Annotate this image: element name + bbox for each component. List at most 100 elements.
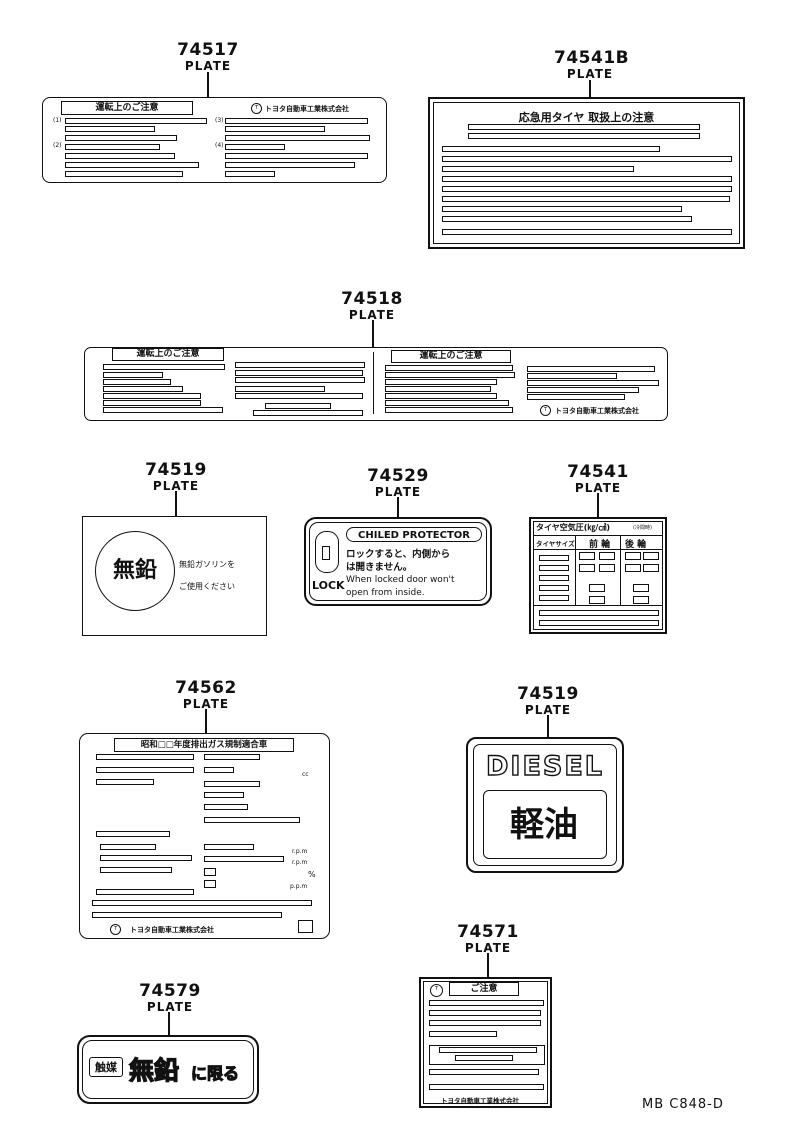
text-line-placeholder xyxy=(385,400,509,406)
text-line-placeholder xyxy=(599,552,615,560)
text-line-placeholder xyxy=(103,393,201,399)
text-line-placeholder xyxy=(204,856,284,862)
item-marker: (2) xyxy=(53,142,62,149)
text-line-placeholder xyxy=(527,373,617,379)
text-line-placeholder xyxy=(204,880,216,888)
diesel-word: DIESEL xyxy=(485,750,604,782)
text-line-placeholder xyxy=(385,407,513,413)
part-label: PLATE xyxy=(152,479,200,493)
text-line-placeholder xyxy=(625,552,641,560)
text-line-placeholder xyxy=(579,552,595,560)
text-line-placeholder xyxy=(539,595,569,601)
maker-name: トヨタ自動車工業株式会社 xyxy=(555,407,639,415)
leader-line xyxy=(547,715,549,738)
part-label: PLATE xyxy=(464,941,512,955)
text-line-placeholder xyxy=(65,126,155,132)
leader-line xyxy=(205,709,207,734)
text-line-placeholder xyxy=(527,387,639,393)
text-line-placeholder xyxy=(96,831,170,837)
text-line-placeholder xyxy=(429,1084,544,1090)
part-number: 74562 xyxy=(175,678,237,698)
part-label: PLATE xyxy=(566,67,614,81)
text-line-placeholder xyxy=(539,555,569,561)
part-number: 74517 xyxy=(177,40,239,60)
light-oil-word: 軽油 xyxy=(510,805,578,845)
text-line-placeholder xyxy=(442,216,692,222)
text-line-placeholder xyxy=(633,596,649,604)
text-line-placeholder xyxy=(225,135,370,141)
toyota-logo-icon: T xyxy=(430,984,443,997)
text-line-placeholder xyxy=(539,585,569,591)
text-line-placeholder xyxy=(103,372,163,378)
text-line-placeholder xyxy=(455,1055,513,1061)
callout-74518: 74518 PLATE xyxy=(340,289,404,322)
part-number: 74519 xyxy=(517,684,579,704)
text-line-placeholder xyxy=(204,781,260,787)
text-line-placeholder xyxy=(265,403,331,409)
text-line-placeholder xyxy=(103,386,183,392)
callout-74519: 74519 PLATE xyxy=(144,460,208,493)
plate-header-right: 運転上のご注意 xyxy=(391,350,511,363)
part-label: PLATE xyxy=(182,697,230,711)
leader-line xyxy=(487,953,489,978)
leader-line xyxy=(397,497,399,518)
text-line-placeholder xyxy=(385,386,491,392)
text-line-placeholder xyxy=(96,754,194,760)
text-line-placeholder xyxy=(429,1010,541,1016)
text-line-placeholder xyxy=(539,620,659,626)
pressure-title-sub: (冷間時) xyxy=(633,525,652,531)
plate-74519-diesel: DIESEL 軽油 xyxy=(466,737,624,873)
text-line-placeholder xyxy=(204,804,248,810)
plate-74541: タイヤ空気圧(㎏/㎠) (冷間時) タイヤサイズ 前 輪 後 輪 xyxy=(529,517,667,634)
part-number: 74541 xyxy=(567,462,629,482)
text-line-placeholder xyxy=(442,146,660,152)
unit-rpm: r.p.m xyxy=(292,848,308,855)
text-line-placeholder xyxy=(204,844,254,850)
text-line-placeholder xyxy=(235,386,325,392)
text-line-placeholder xyxy=(204,767,234,773)
jp-warning: ロックすると、内側から xyxy=(346,549,451,560)
text-line-placeholder xyxy=(589,584,605,592)
catalyst-badge: 触媒 xyxy=(89,1057,123,1077)
text-line-placeholder xyxy=(103,400,201,406)
text-line-placeholder xyxy=(385,372,515,378)
callout-74562: 74562 PLATE xyxy=(174,678,238,711)
plate-74519-unleaded: 無鉛 無鉛ガソリンを ご使用ください xyxy=(82,516,267,636)
unit-percent: % xyxy=(308,870,316,879)
text-line-placeholder xyxy=(204,817,300,823)
part-label: PLATE xyxy=(146,1000,194,1014)
plate-74562: 昭和□□年度排出ガス規制適合車 cc r.p.m r.p.m % p.p.m T… xyxy=(79,733,330,939)
part-label: PLATE xyxy=(524,703,572,717)
unit-rpm: r.p.m xyxy=(292,859,308,866)
text-line-placeholder xyxy=(225,144,285,150)
part-number: 74519 xyxy=(145,460,207,480)
text-line-placeholder xyxy=(65,162,199,168)
col-size: タイヤサイズ xyxy=(536,540,575,548)
leader-line xyxy=(168,1012,170,1035)
text-line-placeholder xyxy=(225,118,368,124)
unit-ppm: p.p.m xyxy=(290,883,308,890)
leader-line xyxy=(597,493,599,518)
callout-74529: 74529 PLATE xyxy=(366,468,430,499)
lock-label: LOCK xyxy=(312,579,345,592)
plate-74529: CHILED PROTECTOR LOCK ロックすると、内側から は開きません… xyxy=(304,517,492,606)
text-line-placeholder xyxy=(442,229,732,235)
text-line-placeholder xyxy=(385,379,497,385)
text-line-placeholder xyxy=(527,380,659,386)
text-line-placeholder xyxy=(92,912,282,918)
plate-header: ご注意 xyxy=(449,982,519,996)
text-line-placeholder xyxy=(442,206,682,212)
part-number: 74579 xyxy=(139,981,201,1001)
text-line-placeholder xyxy=(225,153,368,159)
part-number: 74571 xyxy=(457,922,519,942)
text-line-placeholder xyxy=(96,767,194,773)
part-label: PLATE xyxy=(374,485,422,499)
text-line-placeholder xyxy=(385,365,513,371)
text-line-placeholder xyxy=(643,552,659,560)
toyota-logo-icon: T xyxy=(251,103,262,114)
text-line-placeholder xyxy=(468,133,700,139)
toyota-logo-icon: T xyxy=(110,924,121,935)
part-number: 74518 xyxy=(341,289,403,309)
instruction-line: 無鉛ガソリンを xyxy=(179,560,235,569)
plate-header-left: 運転上のご注意 xyxy=(112,348,224,361)
